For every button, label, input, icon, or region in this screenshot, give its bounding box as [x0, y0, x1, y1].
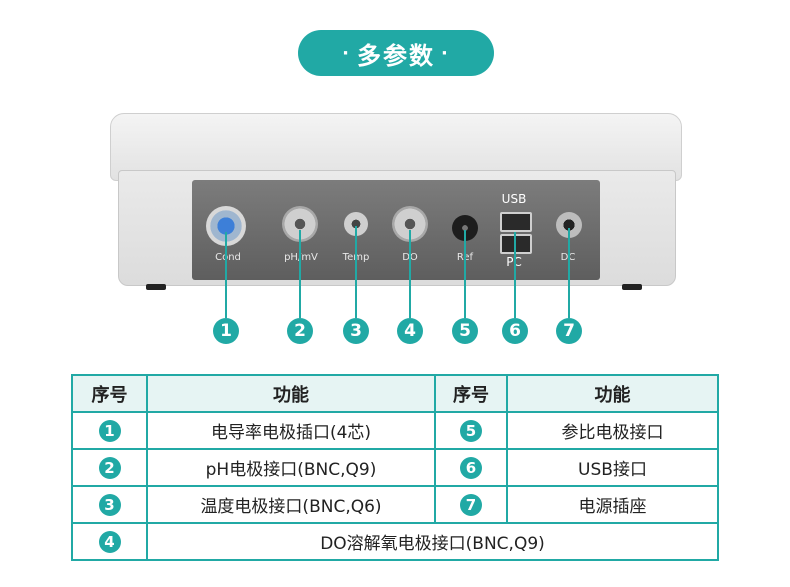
index-badge: 7 [460, 493, 482, 516]
function-cell: 温度电极接口(BNC,Q6) [146, 485, 436, 524]
index-badge: 2 [98, 456, 121, 479]
index-cell: 3 [71, 485, 148, 524]
header-index-2: 序号 [434, 374, 508, 413]
table-row: 2 pH电极接口(BNC,Q9) 6 USB接口 [71, 448, 719, 487]
leader-line-4 [409, 230, 411, 318]
callout-badge-5: 5 [452, 318, 478, 344]
callout-badge-7: 7 [556, 318, 582, 344]
header-function-2: 功能 [506, 374, 719, 413]
callout-badge-1: 1 [213, 318, 239, 344]
index-badge: 3 [98, 493, 121, 516]
function-cell: pH电极接口(BNC,Q9) [146, 448, 436, 487]
table-row: 1 电导率电极插口(4芯) 5 参比电极接口 [71, 411, 719, 450]
table-row: 4 DO溶解氧电极接口(BNC,Q9) [71, 522, 719, 561]
index-cell: 5 [434, 411, 508, 450]
function-cell: 参比电极接口 [506, 411, 719, 450]
leader-line-3 [355, 226, 357, 318]
callout-badge-3: 3 [343, 318, 369, 344]
callout-badge-2: 2 [287, 318, 313, 344]
usb-slot-top [500, 212, 532, 232]
device-illustration: Cond pH/mV Temp DO Ref USB PC DC 1 2 3 4… [110, 113, 682, 344]
cond-label: Cond [215, 252, 241, 263]
index-cell: 7 [434, 485, 508, 524]
page-title: 多参数 [357, 41, 435, 70]
index-badge: 1 [98, 419, 121, 442]
dot-right: · [441, 42, 450, 64]
index-cell: 6 [434, 448, 508, 487]
usb-slot-bottom [500, 234, 532, 254]
dot-left: · [342, 42, 351, 64]
ph-label: pH/mV [271, 252, 331, 263]
function-cell: USB接口 [506, 448, 719, 487]
table-header-row: 序号 功能 序号 功能 [71, 374, 719, 413]
device-lid [110, 113, 682, 181]
index-badge: 4 [98, 530, 121, 553]
table-row: 3 温度电极接口(BNC,Q6) 7 电源插座 [71, 485, 719, 524]
usb-label: USB [501, 192, 527, 206]
device-foot-right [622, 284, 642, 290]
leader-line-5 [464, 230, 466, 318]
spec-table: 序号 功能 序号 功能 1 电导率电极插口(4芯) 5 参比电极接口 2 pH电… [71, 374, 719, 561]
function-cell: DO溶解氧电极接口(BNC,Q9) [146, 522, 719, 561]
callout-badge-6: 6 [502, 318, 528, 344]
leader-line-7 [568, 228, 570, 318]
header-index-1: 序号 [71, 374, 148, 413]
index-cell: 4 [71, 522, 148, 561]
function-cell: 电源插座 [506, 485, 719, 524]
index-badge: 6 [460, 456, 482, 479]
index-cell: 2 [71, 448, 148, 487]
function-cell: 电导率电极插口(4芯) [146, 411, 436, 450]
leader-line-1 [225, 232, 227, 318]
title-pill: · 多参数 · [298, 30, 494, 76]
leader-line-6 [514, 232, 516, 318]
index-badge: 5 [460, 419, 482, 442]
header-function-1: 功能 [146, 374, 436, 413]
callout-badge-4: 4 [397, 318, 423, 344]
device-foot-left [146, 284, 166, 290]
index-cell: 1 [71, 411, 148, 450]
leader-line-2 [299, 230, 301, 318]
